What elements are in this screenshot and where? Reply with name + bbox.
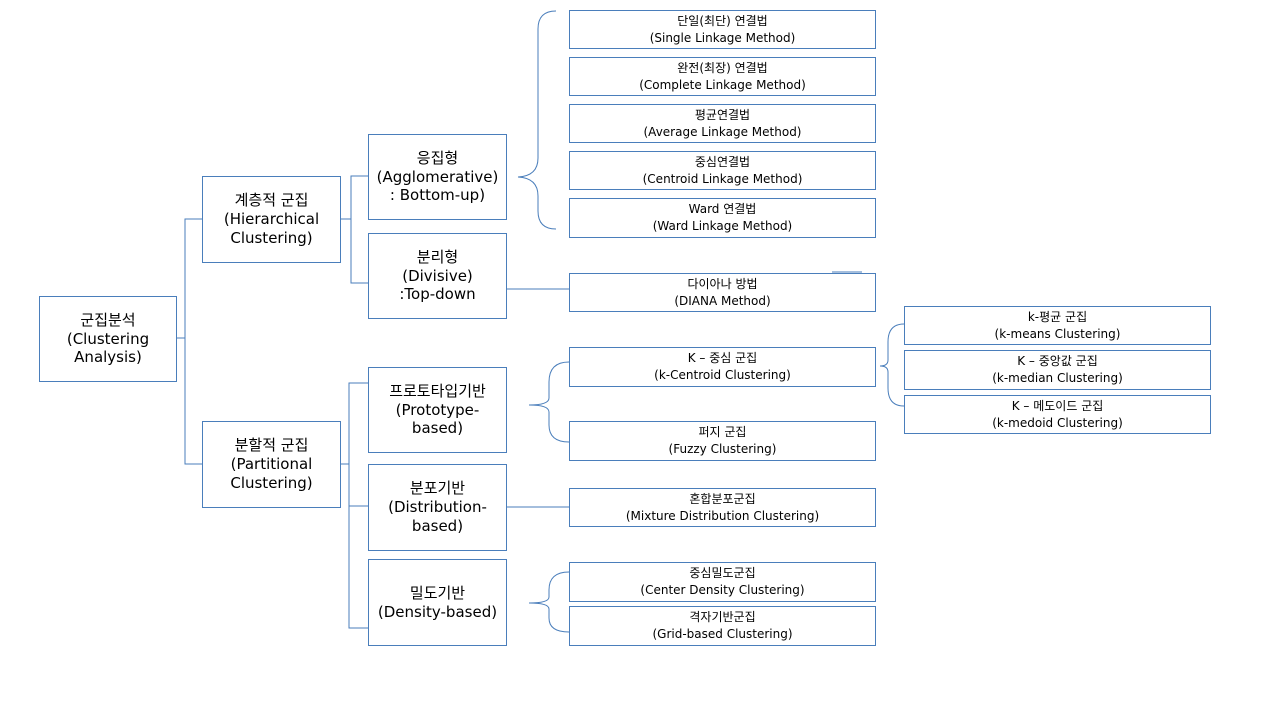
k-centroid-en: (k-Centroid Clustering) <box>654 368 791 382</box>
fuzzy-node: 퍼지 군집 (Fuzzy Clustering) <box>569 421 876 461</box>
fuzzy-ko: 퍼지 군집 <box>698 425 747 440</box>
agglomerative-node: 응집형 (Agglomerative) : Bottom-up) <box>368 134 507 220</box>
edge-agglomerative-brace <box>517 10 557 230</box>
mixture-ko: 혼합분포군집 <box>689 491 756 506</box>
ward-linkage-en: (Ward Linkage Method) <box>652 219 793 233</box>
edge-hier-to-level2 <box>340 175 368 284</box>
prototype-node-en2: based) <box>411 419 464 438</box>
single-linkage-en: (Single Linkage Method) <box>649 30 796 45</box>
center-density-ko: 중심밀도군집 <box>689 566 756 581</box>
divisive-node-en2: :Top-down <box>399 285 476 304</box>
grid-based-en: (Grid-based Clustering) <box>652 627 793 641</box>
grid-based-ko: 격자기반군집 <box>689 610 756 625</box>
density-node-en1: (Density-based) <box>377 602 498 621</box>
agglomerative-node-ko: 응집형 <box>416 148 459 167</box>
hierarchical-node-en1: (Hierarchical <box>223 210 320 229</box>
edge-part-to-level2 <box>340 382 368 629</box>
distribution-node-en1: (Distribution- <box>388 498 487 517</box>
edge-kcentroid-brace <box>879 323 905 407</box>
k-means-ko: k-평균 군집 <box>1027 309 1088 324</box>
edge-root-to-level1 <box>177 218 202 465</box>
hierarchical-node: 계층적 군집 (Hierarchical Clustering) <box>202 176 341 263</box>
partitional-node-en2: Clustering) <box>230 473 313 492</box>
centroid-linkage-ko: 중심연결법 <box>694 154 751 169</box>
average-linkage-ko: 평균연결법 <box>694 107 751 122</box>
diana-en: (DIANA Method) <box>674 293 771 308</box>
prototype-node-ko: 프로토타입기반 <box>389 381 486 400</box>
agglomerative-node-en1: (Agglomerative) <box>376 167 499 186</box>
k-centroid-node: K – 중심 군집 (k-Centroid Clustering) <box>569 347 876 387</box>
root-node-en2: Analysis) <box>74 348 142 367</box>
diana-node: 다이아나 방법 (DIANA Method) <box>569 273 876 312</box>
hierarchical-node-en2: Clustering) <box>230 228 313 247</box>
k-means-en: (k-means Clustering) <box>994 326 1121 341</box>
k-medoid-ko: K – 메도이드 군집 <box>1011 398 1104 413</box>
mixture-en: (Mixture Distribution Clustering) <box>625 508 820 523</box>
average-linkage-node: 평균연결법 (Average Linkage Method) <box>569 104 876 143</box>
single-linkage-node: 단일(최단) 연결법 (Single Linkage Method) <box>569 10 876 49</box>
k-centroid-ko: K – 중심 군집 <box>687 351 758 366</box>
divisive-node-en1: (Divisive) <box>402 266 473 285</box>
complete-linkage-ko: 완전(최장) 연결법 <box>677 60 768 75</box>
root-node: 군집분석 (Clustering Analysis) <box>39 296 177 382</box>
k-median-node: K – 중앙값 군집 (k-median Clustering) <box>904 350 1211 390</box>
center-density-node: 중심밀도군집 (Center Density Clustering) <box>569 562 876 602</box>
mixture-node: 혼합분포군집 (Mixture Distribution Clustering) <box>569 488 876 527</box>
prototype-node: 프로토타입기반 (Prototype- based) <box>368 367 507 453</box>
distribution-node: 분포기반 (Distribution- based) <box>368 464 507 551</box>
edge-density-brace <box>528 571 570 633</box>
hierarchical-node-ko: 계층적 군집 <box>234 191 309 210</box>
root-node-en1: (Clustering <box>66 329 150 348</box>
k-medoid-node: K – 메도이드 군집 (k-medoid Clustering) <box>904 395 1211 434</box>
partitional-node-en1: (Partitional <box>230 455 313 474</box>
complete-linkage-node: 완전(최장) 연결법 (Complete Linkage Method) <box>569 57 876 96</box>
density-node: 밀도기반 (Density-based) <box>368 559 507 646</box>
fuzzy-en: (Fuzzy Clustering) <box>668 442 777 456</box>
root-node-ko: 군집분석 <box>80 310 136 329</box>
divisive-node-ko: 분리형 <box>416 247 459 266</box>
ward-linkage-node: Ward 연결법 (Ward Linkage Method) <box>569 198 876 238</box>
centroid-linkage-node: 중심연결법 (Centroid Linkage Method) <box>569 151 876 190</box>
agglomerative-node-en2: : Bottom-up) <box>389 186 486 205</box>
complete-linkage-en: (Complete Linkage Method) <box>639 77 806 92</box>
prototype-node-en1: (Prototype- <box>395 400 480 419</box>
k-medoid-en: (k-medoid Clustering) <box>992 415 1123 430</box>
distribution-node-ko: 분포기반 <box>409 479 466 498</box>
edge-prototype-brace <box>528 361 570 443</box>
grid-based-node: 격자기반군집 (Grid-based Clustering) <box>569 606 876 646</box>
single-linkage-ko: 단일(최단) 연결법 <box>677 13 768 28</box>
distribution-node-en2: based) <box>411 516 464 535</box>
partitional-node-ko: 분할적 군집 <box>234 436 309 455</box>
density-node-ko: 밀도기반 <box>409 583 466 602</box>
divisive-node: 분리형 (Divisive) :Top-down <box>368 233 507 319</box>
k-median-ko: K – 중앙값 군집 <box>1017 354 1098 369</box>
k-means-node: k-평균 군집 (k-means Clustering) <box>904 306 1211 345</box>
diana-ko: 다이아나 방법 <box>687 276 758 291</box>
k-median-en: (k-median Clustering) <box>992 371 1123 385</box>
partitional-node: 분할적 군집 (Partitional Clustering) <box>202 421 341 508</box>
ward-linkage-ko: Ward 연결법 <box>688 202 757 217</box>
center-density-en: (Center Density Clustering) <box>640 583 805 597</box>
centroid-linkage-en: (Centroid Linkage Method) <box>642 171 803 186</box>
average-linkage-en: (Average Linkage Method) <box>643 124 802 139</box>
